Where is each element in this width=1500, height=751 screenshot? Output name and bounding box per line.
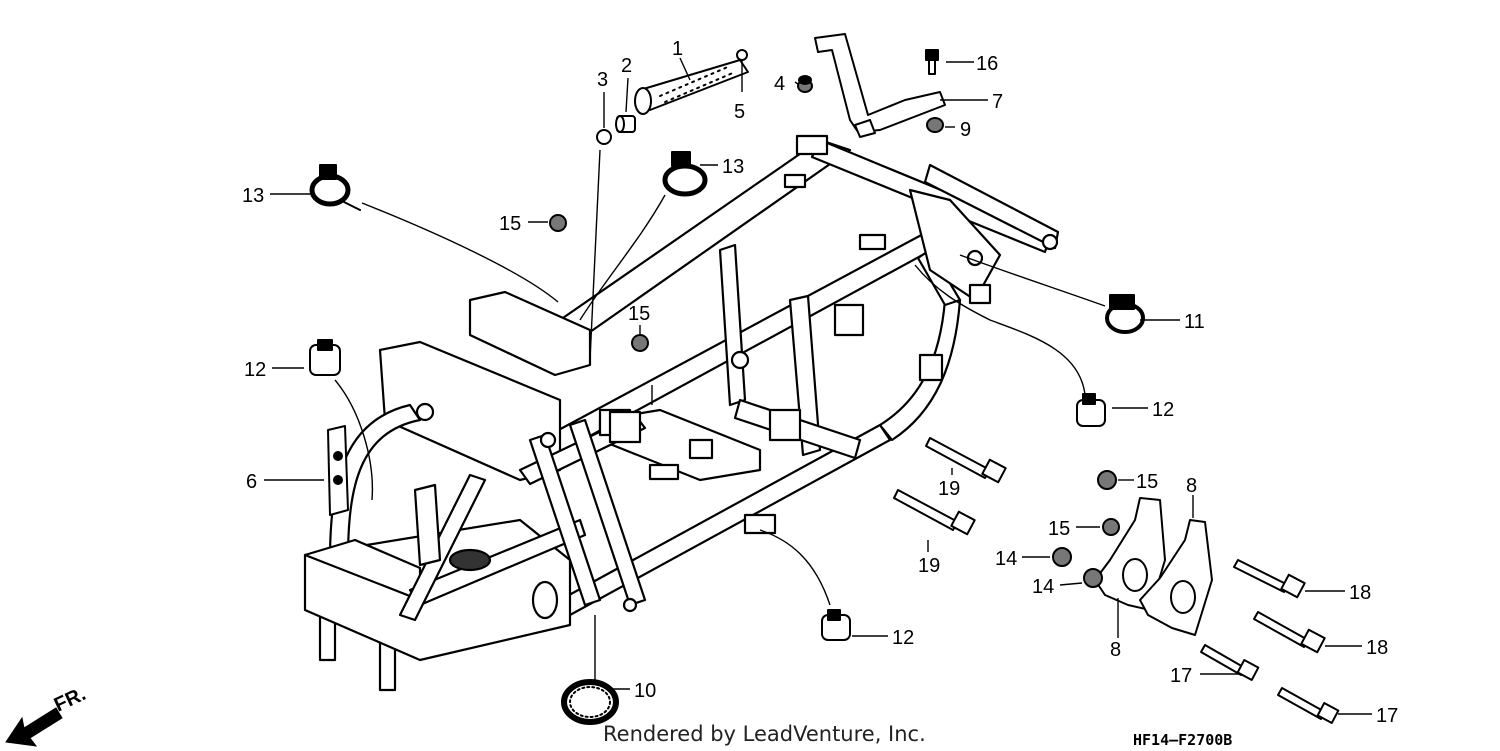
callout-18a: 18 bbox=[1349, 582, 1371, 604]
callout-9: 9 bbox=[960, 119, 971, 141]
part-2-collar bbox=[615, 115, 636, 133]
part-12-clamp-a bbox=[309, 339, 341, 376]
part-8-plate-b bbox=[1139, 519, 1213, 636]
part-13-clamp-right bbox=[662, 151, 708, 197]
part-14-nut-a bbox=[1052, 547, 1072, 567]
part-13-clamp-left bbox=[309, 164, 361, 211]
callout-14b: 14 bbox=[1032, 576, 1054, 598]
part-3-clip bbox=[596, 129, 612, 145]
callout-5: 5 bbox=[734, 101, 745, 123]
render-credit: Rendered by LeadVenture, Inc. bbox=[603, 722, 926, 746]
part-8-plate-a bbox=[1094, 497, 1166, 611]
part-15-nut-b bbox=[631, 334, 649, 352]
callout-15d: 15 bbox=[1048, 518, 1070, 540]
part-6-bracket bbox=[327, 425, 349, 516]
callout-16: 16 bbox=[976, 53, 998, 75]
callout-7: 7 bbox=[992, 91, 1003, 113]
callout-15a: 15 bbox=[499, 213, 521, 235]
part-9-nut bbox=[926, 117, 944, 133]
callout-18b: 18 bbox=[1366, 637, 1388, 659]
callout-6: 6 bbox=[246, 471, 257, 493]
callout-11: 11 bbox=[1184, 311, 1205, 333]
callout-10: 10 bbox=[634, 680, 656, 702]
callout-12c: 12 bbox=[892, 627, 914, 649]
callout-1: 1 bbox=[672, 38, 683, 60]
part-12-clamp-c bbox=[821, 609, 851, 641]
part-5-clip bbox=[736, 49, 748, 61]
callout-8b: 8 bbox=[1110, 639, 1121, 661]
part-17-bolt-b bbox=[1277, 687, 1340, 724]
part-14-nut-b bbox=[1083, 568, 1103, 588]
part-7-bracket bbox=[814, 33, 946, 138]
callout-4: 4 bbox=[774, 73, 785, 95]
callout-15b: 15 bbox=[628, 303, 650, 325]
callout-13b: 13 bbox=[722, 156, 744, 178]
callout-19a: 19 bbox=[938, 478, 960, 500]
callout-12a: 12 bbox=[244, 359, 266, 381]
callout-17a: 17 bbox=[1170, 665, 1192, 687]
diagram-code: HF14–F2700B bbox=[1133, 731, 1232, 749]
part-10-clamp bbox=[561, 679, 619, 725]
part-15-nut-d bbox=[1102, 518, 1120, 536]
frame-body bbox=[303, 134, 1060, 692]
part-1-hose bbox=[634, 59, 749, 115]
part-18-bolt-a bbox=[1233, 559, 1306, 599]
part-11-clamp bbox=[1105, 294, 1145, 334]
callout-labels: 1 2 3 4 5 6 7 8 8 9 10 11 12 12 12 13 13… bbox=[242, 38, 1398, 727]
callout-8a: 8 bbox=[1186, 475, 1197, 497]
part-15-nut-c bbox=[1097, 470, 1117, 490]
callout-13a: 13 bbox=[242, 185, 264, 207]
callout-15c: 15 bbox=[1136, 471, 1158, 493]
part-15-nut-a bbox=[549, 214, 567, 232]
callout-17b: 17 bbox=[1376, 705, 1398, 727]
callout-19b: 19 bbox=[918, 555, 940, 577]
part-18-bolt-b bbox=[1253, 611, 1326, 654]
part-17-bolt-a bbox=[1200, 644, 1260, 681]
front-arrow-icon bbox=[5, 707, 63, 747]
part-12-clamp-b bbox=[1076, 393, 1106, 427]
part-19-bolt-a bbox=[925, 437, 1007, 484]
callout-14a: 14 bbox=[995, 548, 1017, 570]
front-direction-indicator: FR. bbox=[5, 683, 89, 747]
callout-3: 3 bbox=[597, 69, 608, 91]
part-19-bolt-b bbox=[893, 489, 976, 536]
callout-2: 2 bbox=[621, 55, 632, 77]
leader-lines bbox=[264, 57, 1372, 715]
part-16-bolt bbox=[925, 49, 939, 75]
callout-12b: 12 bbox=[1152, 399, 1174, 421]
part-4-grommet bbox=[797, 75, 813, 93]
